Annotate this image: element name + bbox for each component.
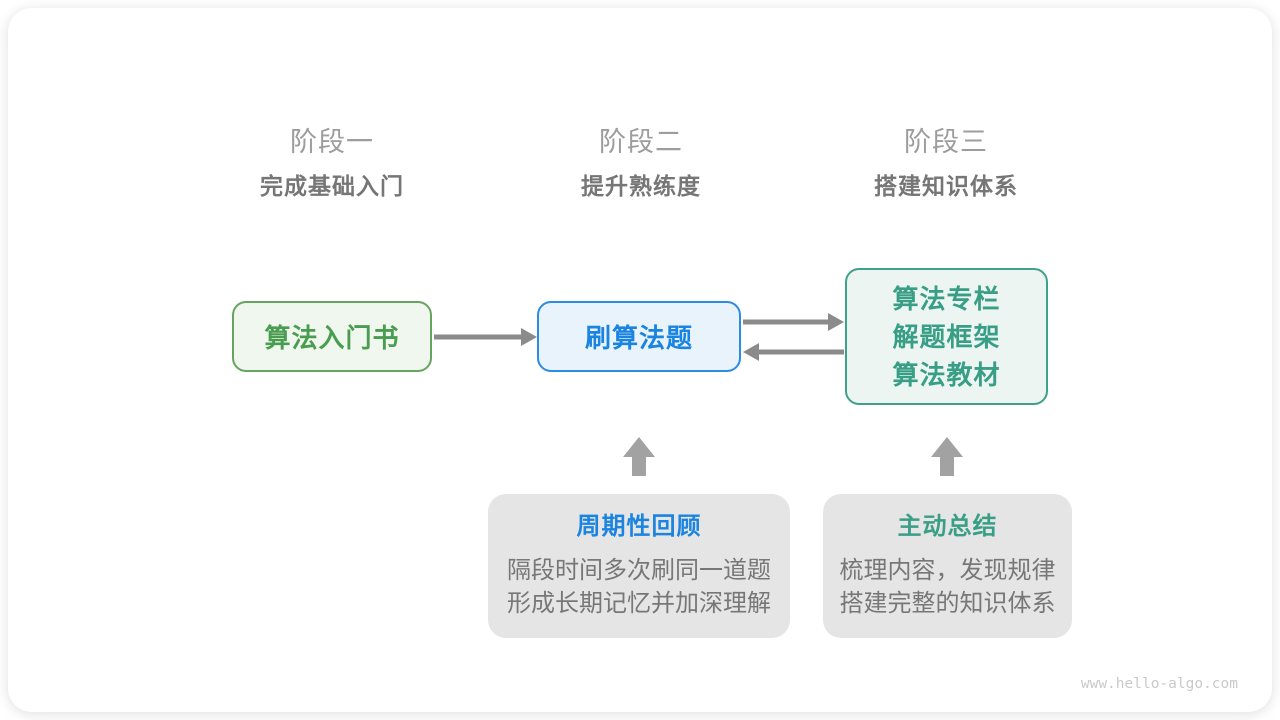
arrow-head: [743, 343, 759, 361]
arrow-shaft: [632, 457, 646, 476]
arrow-head: [931, 437, 963, 457]
practice-label: 刷算法题: [584, 323, 693, 353]
summary-note-line-1: 梳理内容，发现规律: [839, 557, 1056, 584]
up-arrow-review-icon: [623, 437, 655, 476]
review-note-line-2: 形成长期记忆并加深理解: [507, 590, 771, 617]
stage-1-label: 阶段一: [290, 127, 374, 157]
review-note-body: 隔段时间多次刷同一道题 形成长期记忆并加深理解: [488, 554, 790, 620]
practice-node: 刷算法题: [537, 301, 741, 372]
arrow-resources-to-practice-icon: [743, 343, 844, 361]
arrow-head: [623, 437, 655, 457]
intro-book-node: 算法入门书: [232, 301, 432, 372]
summary-note-body: 梳理内容，发现规律 搭建完整的知识体系: [823, 554, 1072, 620]
review-note-title: 周期性回顾: [576, 513, 702, 540]
resources-node: 算法专栏 解题框架 算法教材: [845, 268, 1048, 405]
stage-1-header: 阶段一 完成基础入门: [182, 126, 482, 200]
intro-book-label: 算法入门书: [264, 323, 400, 353]
arrow-head: [828, 313, 844, 331]
resources-line-2: 解题框架: [892, 321, 1001, 352]
watermark: www.hello-algo.com: [1080, 676, 1238, 692]
arrow-intro-to-practice-icon: [434, 328, 537, 346]
stage-2-header: 阶段二 提升熟练度: [491, 126, 791, 200]
summary-note-card: 主动总结 梳理内容，发现规律 搭建完整的知识体系: [823, 494, 1072, 638]
arrow-shaft: [743, 319, 831, 325]
review-note-card: 周期性回顾 隔段时间多次刷同一道题 形成长期记忆并加深理解: [488, 494, 790, 638]
resources-line-1: 算法专栏: [892, 283, 1001, 314]
stage-3-label: 阶段三: [904, 127, 988, 157]
stage-2-label: 阶段二: [599, 127, 683, 157]
summary-note-line-2: 搭建完整的知识体系: [839, 590, 1056, 617]
stage-3-header: 阶段三 搭建知识体系: [796, 126, 1096, 200]
stage-3-subtitle: 搭建知识体系: [874, 173, 1018, 199]
arrow-shaft: [756, 349, 844, 355]
summary-note-title: 主动总结: [897, 513, 998, 540]
arrow-shaft: [434, 334, 524, 340]
up-arrow-summary-icon: [931, 437, 963, 476]
stage-1-subtitle: 完成基础入门: [260, 173, 404, 199]
resources-line-3: 算法教材: [892, 359, 1001, 390]
review-note-line-1: 隔段时间多次刷同一道题: [507, 557, 771, 584]
arrow-shaft: [940, 457, 954, 476]
arrow-practice-to-resources-icon: [743, 313, 844, 331]
arrow-head: [521, 328, 537, 346]
stage-2-subtitle: 提升熟练度: [581, 173, 701, 199]
